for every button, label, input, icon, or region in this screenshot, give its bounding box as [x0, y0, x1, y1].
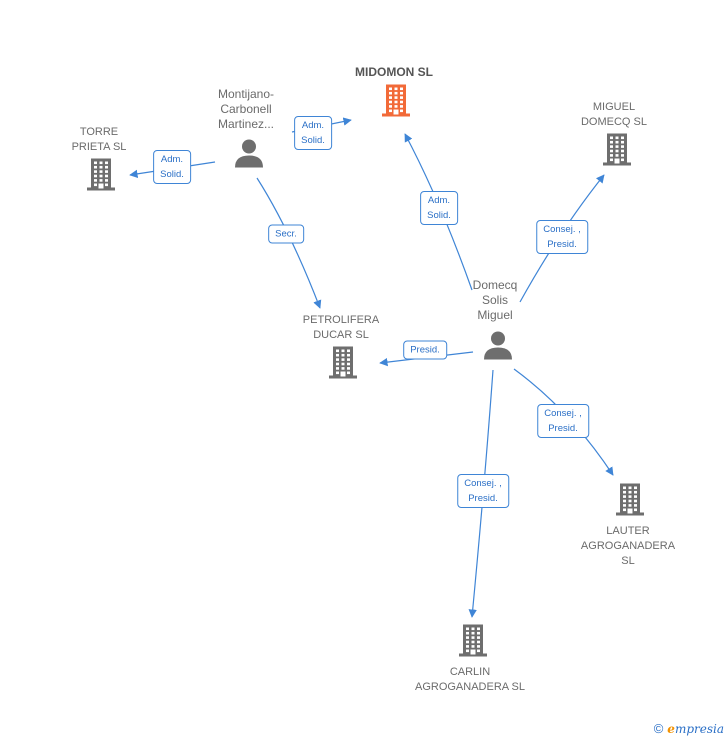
edge-label-domecq_solis-carlin[interactable]: Consej. , Presid.: [457, 474, 509, 508]
building-icon[interactable]: [458, 624, 488, 663]
node-label-torre[interactable]: TORRE PRIETA SL: [71, 126, 127, 153]
person-icon[interactable]: [233, 137, 265, 174]
node-label-miguel_domecq[interactable]: MIGUEL DOMECQ SL: [580, 101, 648, 128]
node-label-lauter[interactable]: LAUTER AGROGANADERA SL: [580, 525, 676, 567]
edge-label-domecq_solis-lauter[interactable]: Consej. , Presid.: [537, 404, 589, 438]
building-icon[interactable]: [615, 483, 645, 522]
brand-logo: empresia: [667, 721, 724, 736]
building-icon[interactable]: [328, 346, 358, 385]
edge-label-domecq_solis-petrolifera[interactable]: Presid.: [403, 340, 447, 360]
node-label-carlin[interactable]: CARLIN AGROGANADERA SL: [414, 666, 526, 693]
building-icon[interactable]: [602, 133, 632, 172]
edge-label-domecq_solis-miguel_domecq[interactable]: Consej. , Presid.: [536, 220, 588, 254]
node-label-midomon[interactable]: MIDOMON SL: [355, 65, 433, 79]
node-label-montijano[interactable]: Montijano- Carbonell Martinez...: [217, 87, 275, 131]
footer-brand: © empresia: [654, 721, 724, 736]
edge-label-montijano-midomon[interactable]: Adm. Solid.: [294, 116, 332, 150]
node-label-petrolifera[interactable]: PETROLIFERA DUCAR SL: [302, 314, 380, 341]
edge-label-montijano-petrolifera[interactable]: Secr.: [268, 224, 304, 244]
edge-label-domecq_solis-midomon[interactable]: Adm. Solid.: [420, 191, 458, 225]
node-label-domecq_solis[interactable]: Domecq Solis Miguel: [472, 278, 518, 322]
building-icon[interactable]: [381, 84, 411, 123]
edge-label-montijano-torre[interactable]: Adm. Solid.: [153, 150, 191, 184]
building-icon[interactable]: [86, 158, 116, 197]
copyright-symbol: ©: [653, 721, 664, 736]
person-icon[interactable]: [482, 329, 514, 366]
